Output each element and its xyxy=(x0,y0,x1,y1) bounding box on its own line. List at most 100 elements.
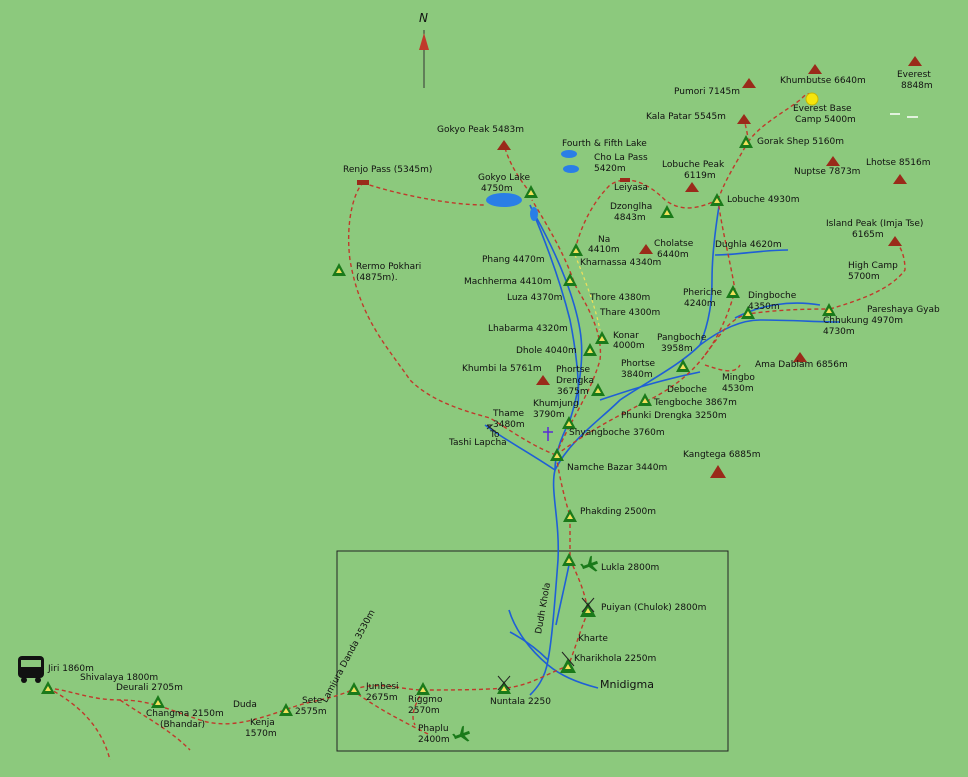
peaks xyxy=(357,56,922,478)
camp-triangle-icon xyxy=(560,658,576,673)
lower-region-inset-frame xyxy=(336,550,729,752)
gorak-shep-label: Gorak Shep 5160m xyxy=(757,137,844,147)
side-stream-3 xyxy=(547,664,599,689)
tashi-lapcha-label: Tashi Lapcha xyxy=(449,438,507,448)
khumjung-elev-label: 3790m xyxy=(533,410,565,420)
trail-cho-la xyxy=(574,179,719,251)
fourth-lake-shape xyxy=(561,150,577,158)
khumjung-label: Khumjung xyxy=(533,399,579,409)
phaplu-label: Phaplu xyxy=(418,724,449,734)
trail-deurali-branch xyxy=(119,699,191,751)
camp-triangle-icon xyxy=(332,263,346,276)
renjo-pass-marker xyxy=(357,180,369,185)
gokyo-peak-label: Gokyo Peak 5483m xyxy=(437,125,524,135)
lobuche-label: Lobuche 4930m xyxy=(727,195,800,205)
dudh-khola-stream xyxy=(508,609,549,666)
camp-triangle-icon xyxy=(563,273,577,286)
duda-label: Duda xyxy=(233,700,257,710)
konar-label: Konar xyxy=(613,331,639,341)
imja-khola-river xyxy=(554,319,841,471)
trail-namche-tengboche xyxy=(555,308,831,456)
nuptse-peak-icon xyxy=(826,156,840,166)
airplane-icon xyxy=(580,555,599,572)
changma-bhandar-label: (Bhandar) xyxy=(160,720,206,730)
khumbutse-peak-icon xyxy=(808,64,822,74)
konar-elev-label: 4000m xyxy=(613,341,645,351)
ama-dablam-peak-icon xyxy=(793,352,807,362)
camp-triangle-icon xyxy=(569,243,583,256)
island-peak-label: Island Peak (Imja Tse) xyxy=(826,219,924,229)
mingbo-label: Mingbo xyxy=(722,373,755,383)
cho-la-label: Cho La Pass xyxy=(594,153,648,163)
shivalaya-label: Shivalaya 1800m xyxy=(80,673,159,683)
pheriche-label: Pheriche xyxy=(683,288,723,298)
trail-mingbo xyxy=(704,364,741,372)
pareshaya-gyab-label: Pareshaya Gyab xyxy=(867,305,940,315)
north-label: N xyxy=(419,11,428,25)
thare-label: Thare 4300m xyxy=(600,308,661,318)
trail-namche-thame xyxy=(347,182,557,456)
machherma-label: Machherma 4410m xyxy=(464,277,552,287)
camp-triangle-icon xyxy=(660,205,674,218)
island-peak-peak-icon xyxy=(888,236,902,246)
island-peak-elev-label: 6165m xyxy=(852,230,884,240)
leiyasa-label: Leiyasa xyxy=(614,183,648,193)
camp-triangle-icon xyxy=(347,682,361,695)
trail-phaplu-branch xyxy=(351,689,431,736)
pumori-peak-icon xyxy=(742,78,756,88)
lakes xyxy=(486,150,579,221)
thame-elev-label: 3480m xyxy=(493,420,525,430)
namche-bazar-label: Namche Bazar 3440m xyxy=(567,463,668,473)
chhukung-label: Chhukung 4970m xyxy=(823,316,903,326)
pangboche-elev-label: 3958m xyxy=(661,344,693,354)
dzonglha-elev-label: 4843m xyxy=(614,213,646,223)
gokyo-lake-elev-label: 4750m xyxy=(481,184,513,194)
camp-triangle-icon xyxy=(41,681,55,694)
camp-triangle-icon xyxy=(726,285,740,298)
dughla-stream xyxy=(714,249,789,256)
jiri-label: Jiri 1860m xyxy=(48,664,94,674)
camp-triangle-icon xyxy=(563,509,577,522)
sete-elev-label: 2575m xyxy=(295,707,327,717)
riggmo-elev-label: 2570m xyxy=(408,706,440,716)
camp-triangle-icon xyxy=(562,553,576,566)
camp-triangle-icon xyxy=(638,393,652,406)
camp-triangle-icon xyxy=(151,695,165,708)
ebc-elev-label: Camp 5400m xyxy=(795,115,856,125)
gokyo-lake-shape xyxy=(486,193,522,207)
camp-triangle-icon xyxy=(741,306,755,319)
kharte-label: Kharte xyxy=(578,634,608,644)
camp-triangle-icon xyxy=(497,681,511,694)
to-label: To xyxy=(490,430,500,440)
phakding-label: Phakding 2500m xyxy=(580,507,657,517)
chhukung-elev-label: 4730m xyxy=(823,327,855,337)
cho-la-elev-label: 5420m xyxy=(594,164,626,174)
pheriche-elev-label: 4240m xyxy=(684,299,716,309)
camp-triangle-icon xyxy=(822,303,836,316)
ebc-label: Everest Base xyxy=(793,104,852,114)
riggmo-label: Riggmo xyxy=(408,695,443,705)
lobuche-peak-elev-label: 6119m xyxy=(684,171,716,181)
kenja-label: Kenja xyxy=(250,718,275,728)
kharikhola-label: Kharikhola 2250m xyxy=(574,654,657,664)
na-elev-label: 4410m xyxy=(588,245,620,255)
small-lake-shape xyxy=(530,207,538,221)
pumori-label: Pumori 7145m xyxy=(674,87,740,97)
camp-triangle-icon xyxy=(580,602,596,617)
khumbi-la-label: Khumbi la 5761m xyxy=(462,364,542,374)
na-label: Na xyxy=(598,235,611,245)
dingboche-label: Dingboche xyxy=(748,291,797,301)
trail-island-peak xyxy=(829,239,906,310)
kangtega-peak-icon xyxy=(710,465,726,478)
luza-label: Luza 4370m xyxy=(507,293,563,303)
snow-marks xyxy=(890,113,918,118)
cholatse-label: Cholatse xyxy=(654,239,694,249)
sete-label: Sete xyxy=(302,696,323,706)
khumbi-la-peak-icon xyxy=(536,375,550,385)
north-arrow-icon xyxy=(419,30,429,88)
camp-triangle-icon xyxy=(279,703,293,716)
nuntala-label: Nuntala 2250 xyxy=(490,697,551,707)
lobuche-peak-peak-icon xyxy=(685,182,699,192)
